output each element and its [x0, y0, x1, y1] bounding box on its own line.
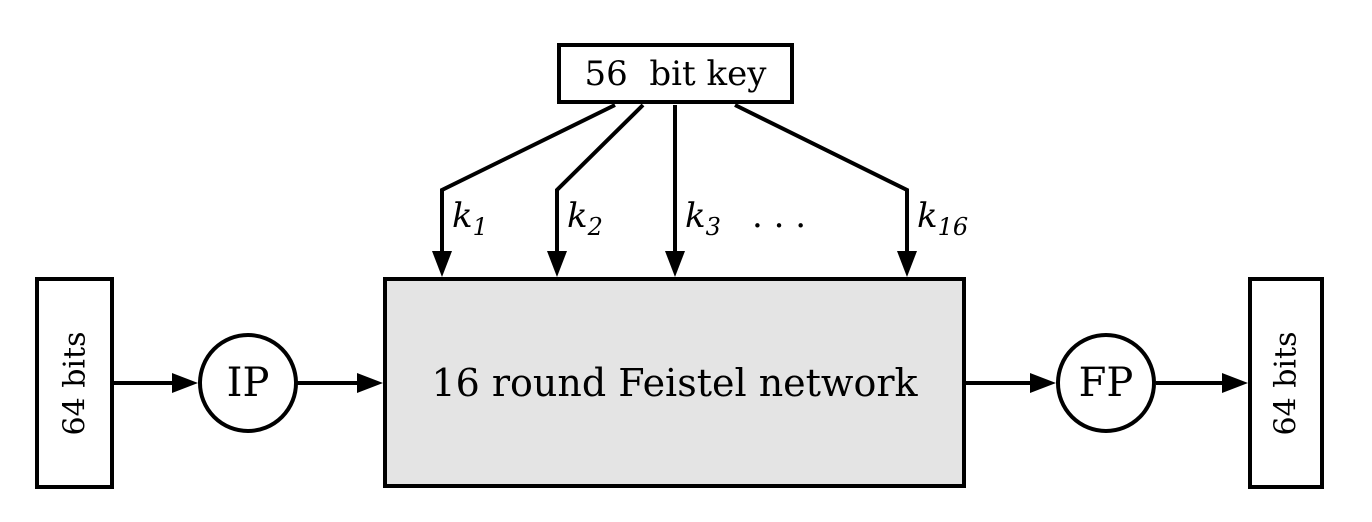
ip-node: IP	[198, 333, 298, 433]
input-bits-label: 64 bits	[57, 331, 92, 435]
subkey-k3-base: k	[685, 196, 706, 236]
key-box: 56 bit key	[557, 43, 794, 104]
key-box-label: 56 bit key	[584, 53, 767, 94]
subkey-wire-k16	[734, 103, 909, 253]
arrowhead-down-k16	[897, 251, 917, 277]
subkey-label-k3: k3	[685, 196, 721, 242]
arrowhead-right-ip-feistel	[357, 373, 383, 393]
subkey-k1-subscript: 1	[472, 213, 488, 241]
arrowhead-down-k1	[432, 251, 452, 277]
input-bits-box: 64 bits	[35, 277, 114, 489]
fp-node-label: FP	[1078, 360, 1134, 406]
arrowhead-right-fp-output	[1222, 373, 1248, 393]
subkey-k2-subscript: 2	[587, 213, 603, 241]
subkey-wire-k1	[440, 103, 616, 253]
ip-node-label: IP	[226, 360, 270, 406]
arrowhead-down-k2	[547, 251, 567, 277]
arrowhead-down-k3	[665, 251, 685, 277]
fp-node: FP	[1056, 333, 1156, 433]
arrowhead-right-input-ip	[172, 373, 198, 393]
subkey-wire-k2	[555, 103, 645, 253]
output-bits-label: 64 bits	[1268, 331, 1304, 435]
feistel-network-box: 16 round Feistel network	[383, 277, 966, 488]
subkey-k3-subscript: 3	[705, 213, 721, 241]
output-bits-box: 64 bits	[1248, 277, 1324, 489]
arrowhead-right-feistel-fp	[1030, 373, 1056, 393]
subkey-k2-base: k	[567, 196, 588, 236]
subkey-label-k16: k16	[917, 196, 968, 242]
subkey-k1-base: k	[452, 196, 473, 236]
subkey-k16-subscript: 16	[937, 213, 969, 241]
subkey-k16-base: k	[917, 196, 938, 236]
feistel-network-label: 16 round Feistel network	[431, 360, 918, 405]
subkey-label-k1: k1	[452, 196, 488, 242]
subkey-ellipsis: . . .	[752, 196, 807, 236]
subkey-label-k2: k2	[567, 196, 603, 242]
